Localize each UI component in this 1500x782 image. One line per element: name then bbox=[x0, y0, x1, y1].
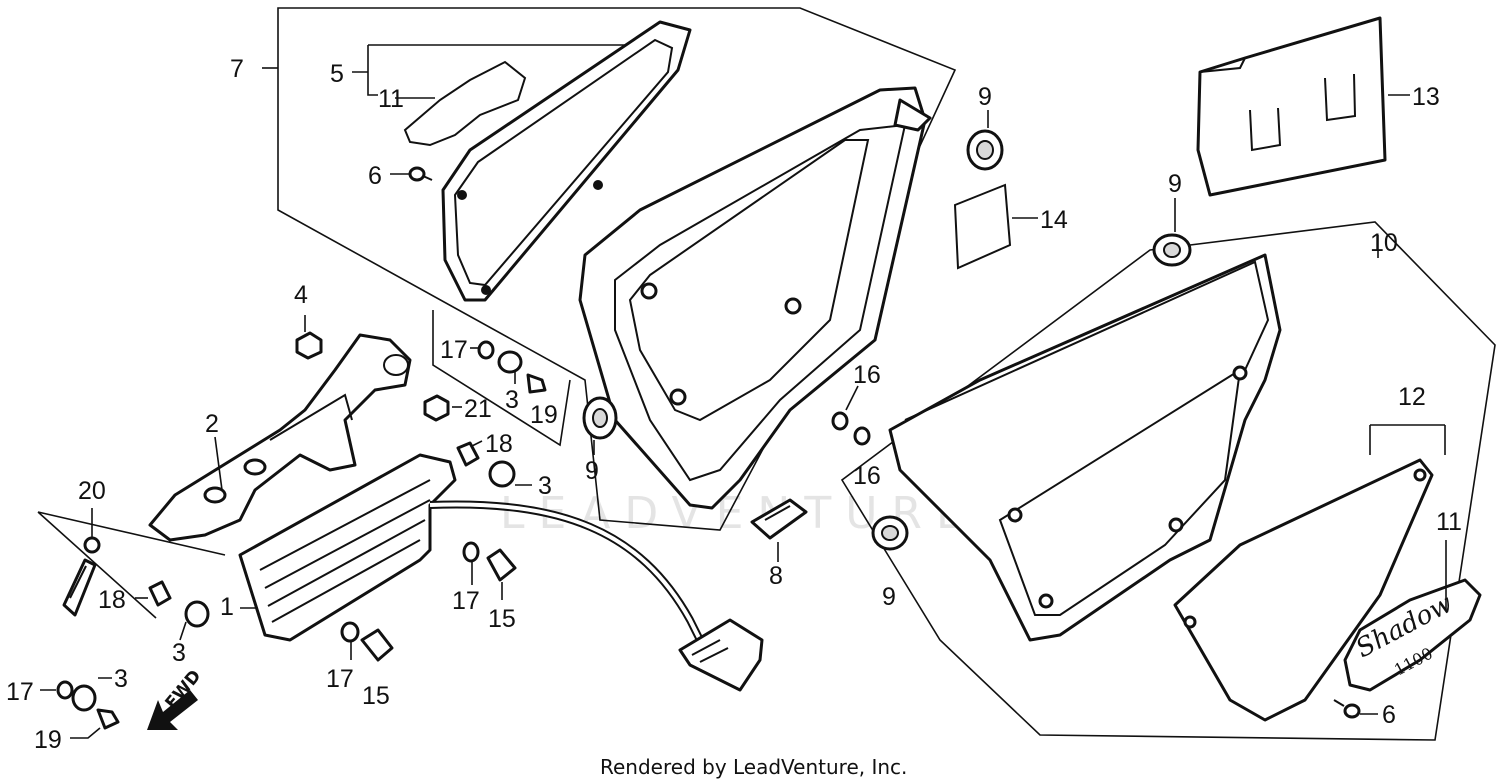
callout-9-d: 9 bbox=[882, 583, 896, 611]
callout-10: 10 bbox=[1370, 229, 1398, 257]
callout-leader-5-11 bbox=[352, 44, 665, 99]
subgroup-bracket bbox=[432, 310, 571, 447]
regulator-rectifier-1 bbox=[238, 453, 457, 642]
bolt-18-lower bbox=[148, 580, 172, 607]
callout-leader-18a bbox=[471, 440, 483, 447]
callout-leaders-lower-set bbox=[40, 677, 112, 739]
callout-leader-2 bbox=[214, 436, 223, 491]
nut-4 bbox=[295, 331, 323, 360]
callout-11-lower: 11 bbox=[1436, 508, 1462, 536]
arrow-down-left-icon bbox=[147, 690, 198, 730]
left-side-cover bbox=[578, 86, 932, 510]
collar-3-lower bbox=[184, 600, 210, 628]
collar-16-a bbox=[831, 411, 849, 431]
grommet-9-b bbox=[1152, 233, 1192, 267]
callout-16-upper: 16 bbox=[853, 361, 881, 389]
callout-15-mid: 15 bbox=[488, 605, 516, 633]
bolt-set-upper bbox=[477, 340, 547, 394]
callout-8: 8 bbox=[769, 562, 783, 590]
label-14 bbox=[953, 183, 1012, 270]
callout-3-mid: 3 bbox=[538, 472, 552, 500]
callout-17-upper: 17 bbox=[440, 336, 468, 364]
washer-17-mid bbox=[462, 541, 480, 563]
callout-leader-3c bbox=[179, 621, 187, 641]
callout-21: 21 bbox=[464, 395, 492, 423]
bolt-18-mid bbox=[456, 441, 480, 467]
connector bbox=[678, 618, 764, 692]
callout-leader-12 bbox=[1369, 424, 1446, 455]
callout-3-lower: 3 bbox=[172, 639, 186, 667]
callout-16-lower: 16 bbox=[853, 462, 881, 490]
bolt-20 bbox=[62, 536, 101, 617]
callout-17-bottom: 17 bbox=[6, 678, 34, 706]
nut-15-mid bbox=[486, 548, 517, 582]
bracket-2 bbox=[148, 333, 412, 542]
right-side-cover bbox=[888, 253, 1282, 642]
grommet-9-c bbox=[582, 396, 618, 440]
callout-19-bottom: 19 bbox=[34, 726, 62, 754]
screw-6-upper bbox=[408, 166, 433, 182]
callout-18-mid: 18 bbox=[485, 430, 513, 458]
callout-12: 12 bbox=[1398, 383, 1426, 411]
callout-3-bottom: 3 bbox=[114, 665, 128, 693]
callout-20: 20 bbox=[78, 477, 106, 505]
callout-2: 2 bbox=[205, 410, 219, 438]
callout-7: 7 bbox=[230, 55, 244, 83]
callout-13: 13 bbox=[1412, 83, 1440, 111]
grommet-9-d bbox=[871, 515, 909, 551]
callout-19-upper: 19 bbox=[530, 401, 558, 429]
callout-9-c: 9 bbox=[585, 457, 599, 485]
nut-15-lower bbox=[360, 628, 394, 662]
label-13 bbox=[1196, 16, 1387, 197]
callout-9-b: 9 bbox=[1168, 170, 1182, 198]
callout-4: 4 bbox=[294, 281, 308, 309]
callout-3-upper: 3 bbox=[505, 386, 519, 414]
callout-18-lower: 18 bbox=[98, 586, 126, 614]
screw-6-lower bbox=[1333, 699, 1361, 719]
wire-harness bbox=[429, 502, 702, 641]
collar-16-b bbox=[853, 426, 871, 446]
collar-3-mid bbox=[488, 460, 516, 488]
callout-6-lower: 6 bbox=[1382, 701, 1396, 729]
group-7-outline bbox=[277, 7, 957, 531]
callout-17-mid: 17 bbox=[452, 587, 480, 615]
callout-5: 5 bbox=[330, 60, 344, 88]
emblem-11-upper bbox=[403, 60, 527, 147]
right-side-plate-12 bbox=[1173, 458, 1434, 722]
callout-9-a: 9 bbox=[978, 83, 992, 111]
group-10-outline bbox=[840, 221, 1496, 741]
bracket-20 bbox=[37, 511, 226, 619]
rubber-8 bbox=[750, 498, 808, 540]
bolt-set-lower bbox=[56, 680, 120, 730]
nut-21 bbox=[423, 394, 450, 422]
callout-15-lower: 15 bbox=[362, 682, 390, 710]
callout-14: 14 bbox=[1040, 206, 1068, 234]
callout-6-upper: 6 bbox=[368, 162, 382, 190]
callout-1: 1 bbox=[220, 593, 234, 621]
callout-leader-16a bbox=[845, 385, 859, 411]
grommet-9-a bbox=[966, 129, 1004, 171]
footer-credit: Rendered by LeadVenture, Inc. bbox=[600, 755, 907, 779]
washer-17-lower bbox=[340, 621, 360, 643]
left-side-cover-plate bbox=[441, 20, 692, 302]
callout-11-upper: 11 bbox=[378, 85, 404, 113]
callout-17-lower: 17 bbox=[326, 665, 354, 693]
